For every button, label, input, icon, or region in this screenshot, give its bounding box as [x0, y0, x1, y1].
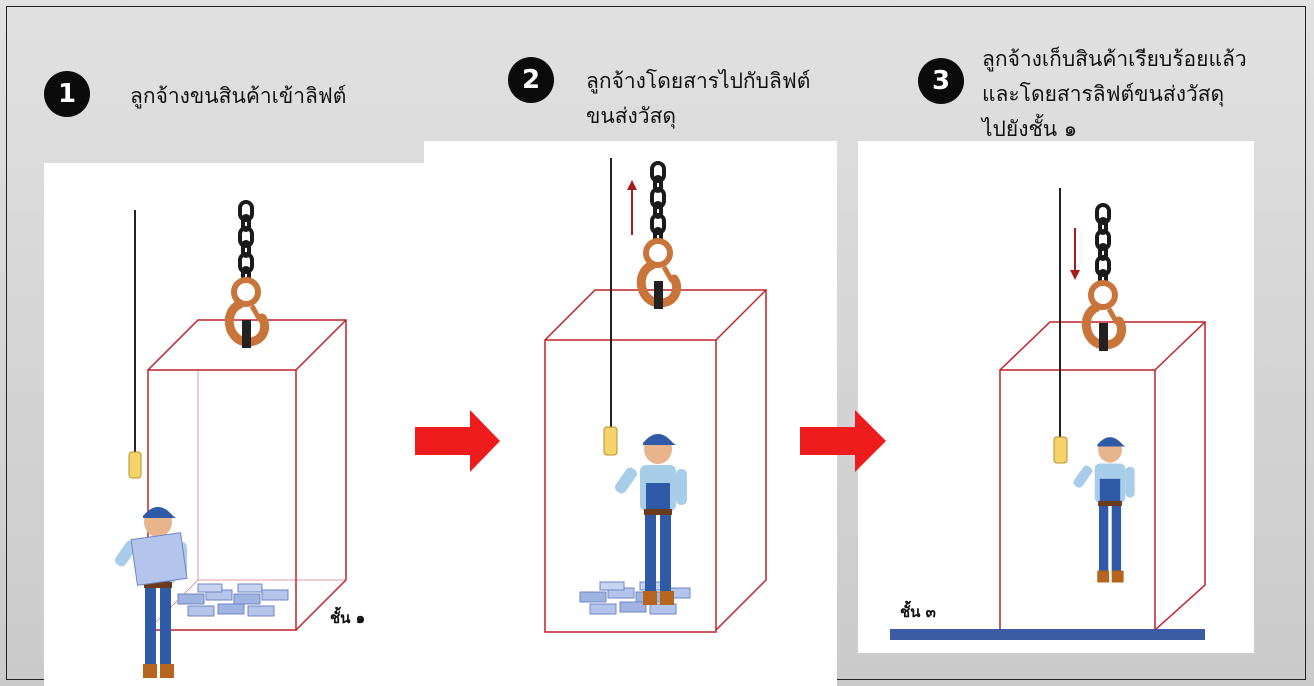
- pendant-control-icon: [603, 426, 618, 456]
- step-2-line-2: ขนส่งวัสดุ: [586, 104, 677, 128]
- pendant-control-icon: [128, 451, 142, 479]
- worker-icon: [613, 434, 687, 605]
- step-1-number: 1: [57, 79, 77, 109]
- step-3-line-1: ลูกจ้างเก็บสินค้าเรียบร้อยแล้ว: [982, 47, 1247, 71]
- chain-hook-icon: [1086, 205, 1121, 351]
- worker-icon: [1071, 437, 1135, 583]
- cage-step-1: [147, 319, 347, 631]
- cage-step-2: [544, 289, 767, 633]
- right-arrow-icon: [415, 410, 500, 472]
- floor-1-label: ชั้น ๑: [330, 609, 366, 627]
- step-3-line-3: ไปยังชั้น ๑: [982, 117, 1078, 141]
- step-3-badge: 3: [918, 58, 964, 104]
- boxes-icon: [177, 583, 289, 617]
- step-2-number: 2: [521, 65, 541, 95]
- chain-hook-icon: [641, 163, 676, 309]
- step-1-badge: 1: [44, 71, 90, 117]
- chain-hook-icon: [229, 202, 264, 348]
- pendant-control-icon: [1053, 436, 1068, 464]
- right-arrow-icon: [800, 410, 886, 472]
- panel-step-3: [858, 141, 1254, 653]
- step-3-number: 3: [931, 66, 951, 96]
- step-3-text: ลูกจ้างเก็บสินค้าเรียบร้อยแล้ว และโดยสาร…: [982, 42, 1247, 147]
- floor-3-platform: [890, 629, 1205, 640]
- floor-3-label: ชั้น ๓: [900, 603, 936, 621]
- step-2-badge: 2: [508, 57, 554, 103]
- step-3-line-2: และโดยสารลิฟต์ขนส่งวัสดุ: [982, 82, 1225, 106]
- worker-icon: [113, 507, 188, 678]
- carried-box-icon: [130, 532, 188, 586]
- step-1-text: ลูกจ้างขนสินค้าเข้าลิฟต์: [130, 84, 347, 108]
- step-2-line-1: ลูกจ้างโดยสารไปกับลิฟต์: [586, 69, 811, 93]
- step-2-text: ลูกจ้างโดยสารไปกับลิฟต์ ขนส่งวัสดุ: [586, 64, 810, 134]
